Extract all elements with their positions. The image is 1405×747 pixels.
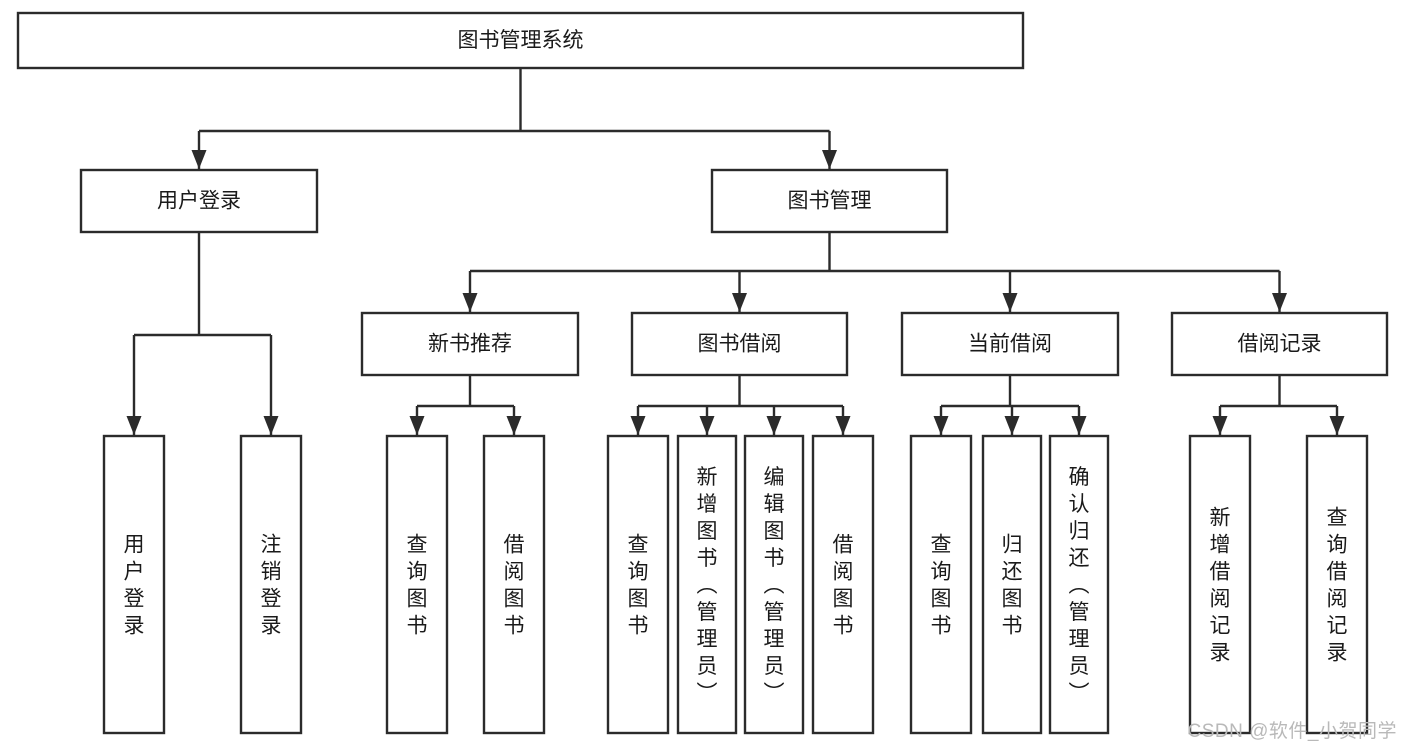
node-box xyxy=(1188,434,1252,735)
node-n-new-book-rec[interactable]: 新书推荐 xyxy=(360,311,580,377)
node-n-book-borrow[interactable]: 图书借阅 xyxy=(630,311,849,377)
arrow-head-icon xyxy=(1329,416,1345,435)
arrow-head-icon xyxy=(630,416,646,435)
node-label: 借阅记录 xyxy=(1238,333,1322,356)
node-box xyxy=(385,434,449,735)
node-l-user-logout[interactable]: 注销登录 xyxy=(239,434,303,735)
arrow-head-icon xyxy=(506,416,522,435)
node-label: 查询借阅记录 xyxy=(1327,507,1348,665)
node-l-query-book-1[interactable]: 查询图书 xyxy=(385,434,449,735)
arrow-head-icon xyxy=(822,150,837,169)
node-root[interactable]: 图书管理系统 xyxy=(16,11,1025,70)
node-label: 查询图书 xyxy=(407,534,428,638)
arrow-head-icon xyxy=(126,416,142,435)
arrow-head-icon xyxy=(766,416,782,435)
node-box xyxy=(1305,434,1369,735)
node-l-user-login[interactable]: 用户登录 xyxy=(102,434,166,735)
node-box xyxy=(16,11,1025,70)
node-label: 编辑图书︵管理员︶ xyxy=(764,466,785,705)
node-label: 图书管理 xyxy=(788,190,872,213)
node-label: 确认归还︵管理员︶ xyxy=(1069,466,1090,705)
node-l-add-record[interactable]: 新增借阅记录 xyxy=(1188,434,1252,735)
node-l-confirm-return[interactable]: 确认归还︵管理员︶ xyxy=(1048,434,1110,735)
node-l-edit-book[interactable]: 编辑图书︵管理员︶ xyxy=(743,434,805,735)
node-l-query-book-3[interactable]: 查询图书 xyxy=(909,434,973,735)
node-box xyxy=(102,434,166,735)
node-l-query-record[interactable]: 查询借阅记录 xyxy=(1305,434,1369,735)
node-label: 注销登录 xyxy=(261,534,282,638)
arrow-head-icon xyxy=(1071,416,1087,435)
arrow-head-icon xyxy=(462,293,478,312)
node-box xyxy=(710,168,949,234)
node-box xyxy=(981,434,1043,735)
node-label: 用户登录 xyxy=(124,534,145,638)
node-box xyxy=(909,434,973,735)
node-n-borrow-record[interactable]: 借阅记录 xyxy=(1170,311,1389,377)
node-box xyxy=(360,311,580,377)
arrow-head-icon xyxy=(732,293,747,312)
node-box xyxy=(676,434,738,735)
csdn-watermark: CSDN @软件_小贺同学 xyxy=(1187,721,1397,742)
node-box xyxy=(811,434,875,735)
node-label: 归还图书 xyxy=(1002,534,1023,638)
node-label: 新增借阅记录 xyxy=(1210,507,1231,665)
node-label: 查询图书 xyxy=(931,534,952,638)
node-box xyxy=(1170,311,1389,377)
arrow-head-icon xyxy=(699,416,715,435)
node-label: 图书管理系统 xyxy=(458,29,584,52)
arrow-head-icon xyxy=(1272,293,1287,312)
node-box xyxy=(79,168,319,234)
arrow-head-icon xyxy=(1002,293,1018,312)
node-l-return-book[interactable]: 归还图书 xyxy=(981,434,1043,735)
node-n-current-borrow[interactable]: 当前借阅 xyxy=(900,311,1120,377)
node-box xyxy=(606,434,670,735)
arrow-head-icon xyxy=(835,416,851,435)
node-label: 用户登录 xyxy=(157,190,241,213)
node-n-book-manage[interactable]: 图书管理 xyxy=(710,168,949,234)
node-layer: 图书管理系统用户登录图书管理新书推荐图书借阅当前借阅借阅记录用户登录注销登录查询… xyxy=(16,11,1389,735)
node-box xyxy=(482,434,546,735)
node-l-borrow-book-1[interactable]: 借阅图书 xyxy=(482,434,546,735)
node-label: 查询图书 xyxy=(628,534,649,638)
connector-layer xyxy=(126,68,1345,435)
arrow-head-icon xyxy=(1212,416,1228,435)
node-box xyxy=(900,311,1120,377)
node-label: 图书借阅 xyxy=(698,333,782,356)
arrow-head-icon xyxy=(409,416,425,435)
arrow-head-icon xyxy=(263,416,279,435)
node-l-add-book[interactable]: 新增图书︵管理员︶ xyxy=(676,434,738,735)
node-l-borrow-book-2[interactable]: 借阅图书 xyxy=(811,434,875,735)
node-l-query-book-2[interactable]: 查询图书 xyxy=(606,434,670,735)
node-label: 当前借阅 xyxy=(968,333,1052,356)
arrow-head-icon xyxy=(933,416,949,435)
arrow-head-icon xyxy=(1004,416,1020,435)
node-label: 借阅图书 xyxy=(504,534,525,638)
node-box xyxy=(239,434,303,735)
node-n-user-login[interactable]: 用户登录 xyxy=(79,168,319,234)
node-box xyxy=(630,311,849,377)
arrow-head-icon xyxy=(191,150,207,169)
node-box xyxy=(1048,434,1110,735)
node-box xyxy=(743,434,805,735)
node-label: 借阅图书 xyxy=(833,534,854,638)
node-label: 新增图书︵管理员︶ xyxy=(697,466,718,705)
node-label: 新书推荐 xyxy=(428,333,512,356)
